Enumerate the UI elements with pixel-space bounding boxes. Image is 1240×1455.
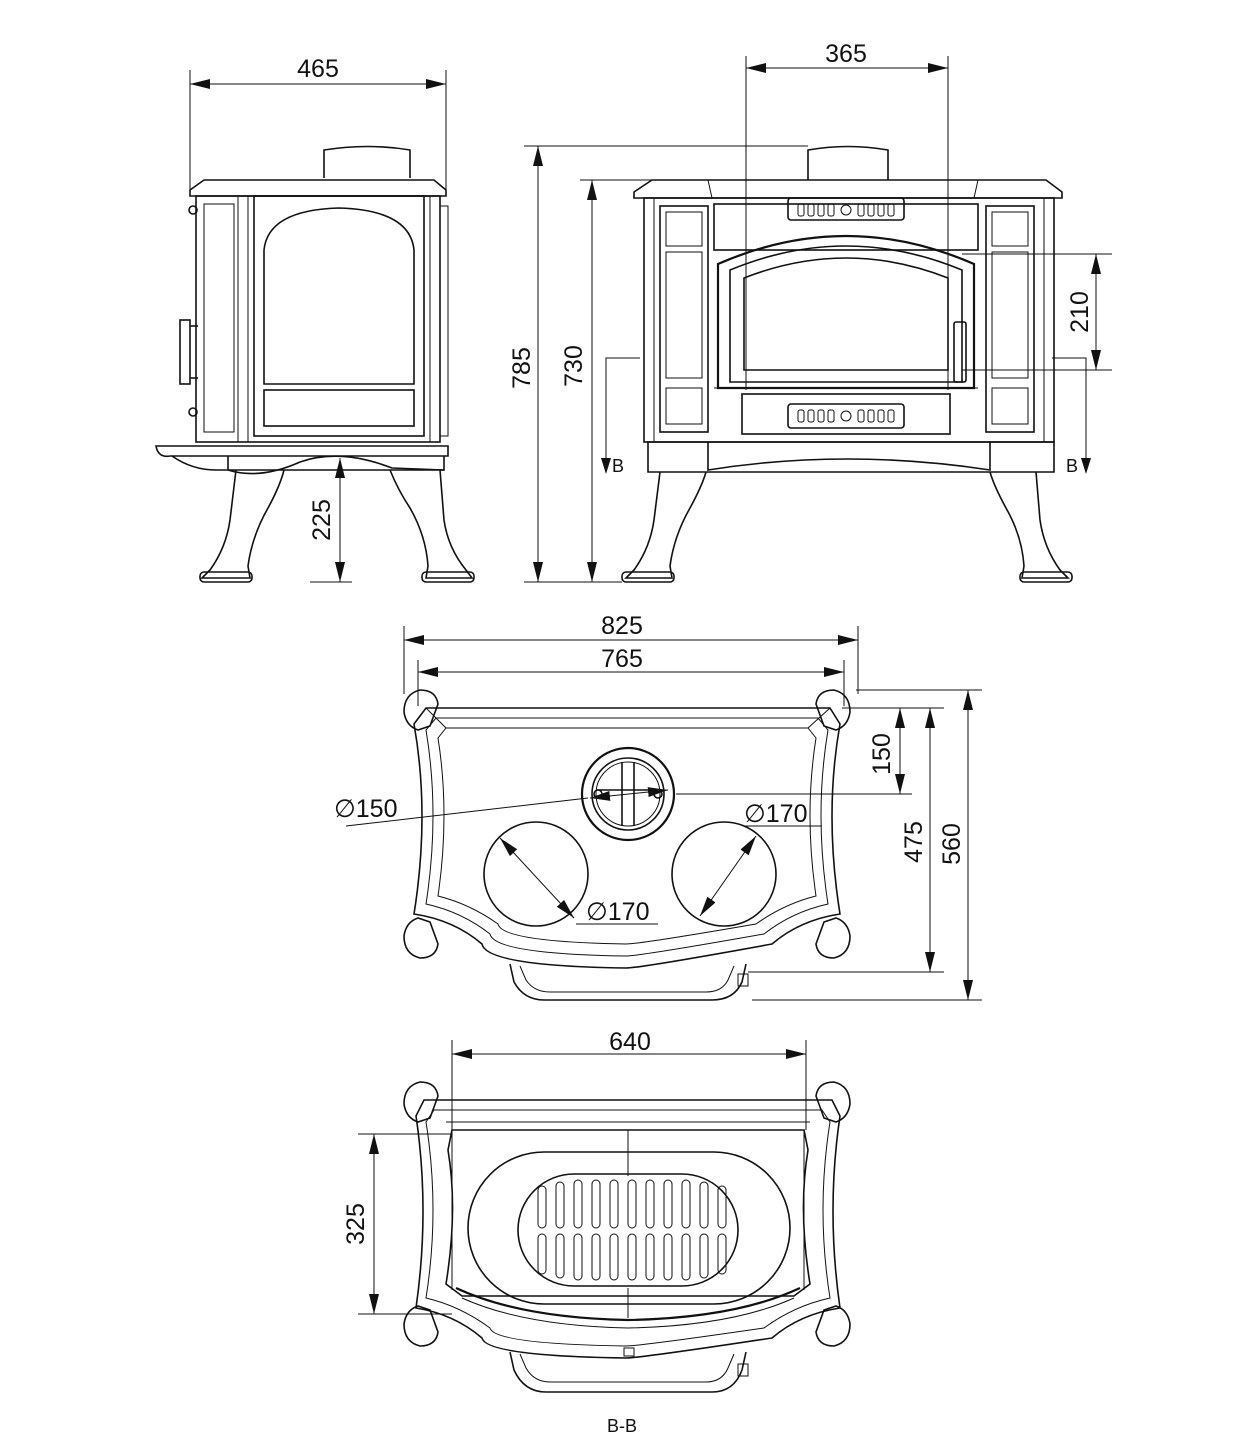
grate-slots-upper	[537, 1179, 727, 1229]
dim-firebox-depth: 325	[342, 1203, 370, 1245]
side-view	[155, 145, 475, 583]
dim-flue-diameter: ∅150	[334, 795, 398, 823]
dim-body-height: 730	[560, 345, 588, 387]
dim-side-depth: 465	[297, 55, 339, 83]
dim-top-inner-width: 765	[601, 645, 643, 673]
section-marker-left: B	[612, 456, 624, 476]
bottom-vent-slots	[797, 409, 895, 423]
dim-top-outer-depth: 560	[938, 823, 966, 865]
dim-total-height: 785	[508, 347, 536, 389]
dim-section-inner-width: 640	[609, 1028, 651, 1056]
dim-plate-left-diameter: ∅170	[586, 898, 650, 926]
dim-top-outer-width: 825	[601, 612, 643, 640]
front-view	[621, 145, 1073, 583]
dim-top-inner-depth: 475	[900, 821, 928, 863]
top-view	[403, 689, 851, 1001]
dim-front-width: 365	[825, 40, 867, 68]
dim-door-height: 210	[1066, 291, 1094, 333]
dim-leg-height: 225	[308, 499, 336, 541]
section-marker-right: B	[1066, 456, 1078, 476]
grate-slots-lower	[537, 1233, 727, 1281]
top-vent-slots	[797, 203, 895, 217]
section-view	[403, 1081, 851, 1393]
dim-plate-right-diameter: ∅170	[744, 800, 808, 828]
section-label: B-B	[607, 1416, 637, 1436]
dim-flue-offset: 150	[868, 733, 896, 775]
